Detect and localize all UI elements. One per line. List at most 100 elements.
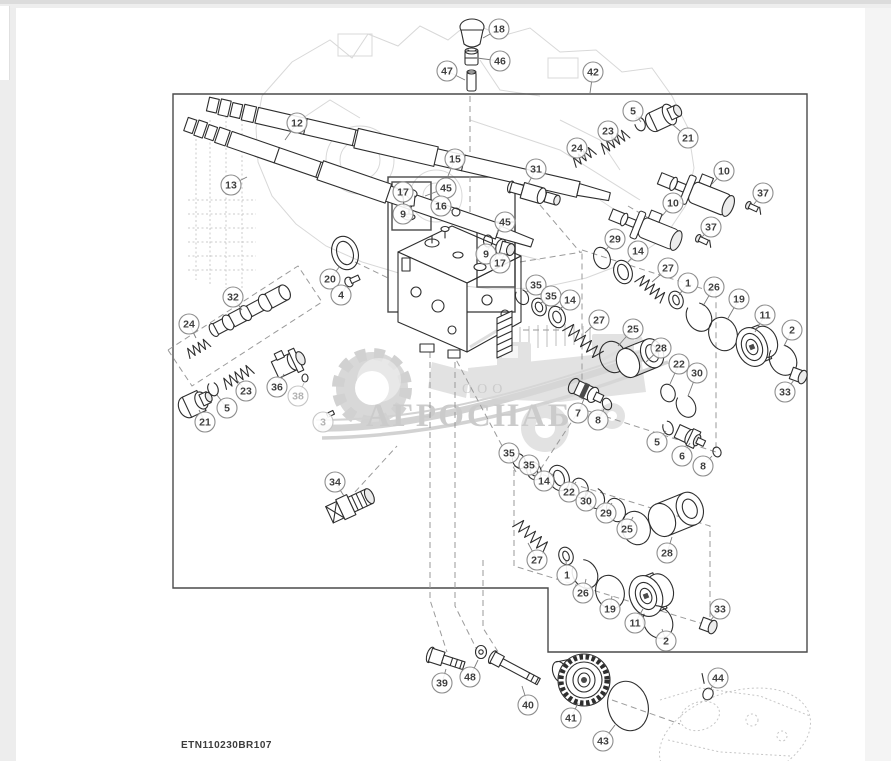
callout-4[interactable]: 4	[330, 284, 352, 306]
svg-text:27: 27	[531, 555, 543, 567]
callout-28[interactable]: 28	[645, 337, 672, 363]
part-ball-16	[451, 207, 461, 217]
callout-31[interactable]: 31	[525, 158, 547, 185]
left-gutter-tab	[0, 6, 10, 80]
svg-text:41: 41	[565, 713, 577, 725]
callout-37[interactable]: 37	[700, 216, 722, 238]
callout-23[interactable]: 23	[235, 378, 257, 402]
callout-27[interactable]: 27	[526, 542, 548, 571]
callout-29[interactable]: 29	[595, 502, 617, 524]
callout-3[interactable]: 3	[312, 411, 334, 433]
callout-30[interactable]: 30	[575, 490, 597, 512]
callout-29[interactable]: 29	[604, 228, 626, 252]
callout-26[interactable]: 26	[572, 578, 594, 604]
callout-21[interactable]: 21	[671, 123, 699, 149]
callout-21[interactable]: 21	[194, 409, 216, 433]
svg-text:29: 29	[600, 508, 612, 520]
callout-16[interactable]: 16	[430, 195, 454, 217]
callout-19[interactable]: 19	[726, 288, 750, 321]
callout-14[interactable]: 14	[626, 240, 649, 264]
callout-14[interactable]: 14	[533, 470, 555, 492]
svg-text:34: 34	[329, 477, 341, 489]
callout-32[interactable]: 32	[222, 286, 244, 311]
callout-13[interactable]: 13	[220, 174, 248, 196]
callout-11[interactable]: 11	[624, 608, 646, 634]
callout-11[interactable]: 11	[754, 304, 776, 333]
callout-24[interactable]: 24	[566, 137, 588, 159]
part-spool-32	[208, 284, 291, 338]
callout-39[interactable]: 39	[431, 668, 453, 694]
callout-5[interactable]: 5	[646, 430, 668, 453]
callout-38[interactable]: 38	[287, 382, 309, 407]
callout-8[interactable]: 8	[692, 455, 714, 477]
callout-10[interactable]: 10	[661, 192, 684, 217]
seal-set-upper	[496, 288, 566, 359]
callout-24[interactable]: 24	[178, 313, 200, 339]
svg-text:21: 21	[682, 133, 694, 145]
callout-2[interactable]: 2	[655, 628, 677, 652]
callout-20[interactable]: 20	[319, 265, 341, 290]
callout-35[interactable]: 35	[540, 285, 562, 307]
callout-33[interactable]: 33	[709, 598, 731, 622]
callout-12[interactable]: 12	[284, 112, 308, 141]
callout-8[interactable]: 8	[587, 408, 609, 431]
callout-22[interactable]: 22	[668, 353, 690, 385]
callout-48[interactable]: 48	[459, 659, 481, 688]
callout-41[interactable]: 41	[560, 702, 582, 729]
callout-35[interactable]: 35	[524, 274, 547, 296]
part-pin-4	[344, 274, 361, 288]
background-case-bottom-right	[658, 687, 812, 761]
callout-34[interactable]: 34	[324, 471, 346, 497]
callout-22[interactable]: 22	[558, 481, 580, 503]
callout-40[interactable]: 40	[517, 685, 539, 716]
callout-1[interactable]: 1	[556, 560, 578, 586]
part-drum-11-upper	[735, 324, 779, 367]
svg-text:1: 1	[564, 570, 570, 582]
callout-6[interactable]: 6	[671, 442, 693, 467]
callout-36[interactable]: 36	[266, 373, 288, 398]
callout-1[interactable]: 1	[677, 272, 699, 296]
callout-17[interactable]: 17	[392, 181, 414, 203]
svg-text:3: 3	[320, 417, 326, 429]
callout-47[interactable]: 47	[436, 60, 466, 82]
callout-17[interactable]: 17	[489, 252, 511, 274]
callout-27[interactable]: 27	[584, 309, 610, 334]
part-piston-28-lower	[647, 491, 704, 538]
callout-5[interactable]: 5	[216, 394, 238, 419]
svg-text:29: 29	[609, 234, 621, 246]
callout-33[interactable]: 33	[774, 379, 796, 403]
svg-text:33: 33	[779, 387, 791, 399]
callout-45[interactable]: 45	[494, 211, 516, 234]
callout-7[interactable]: 7	[567, 398, 589, 424]
callout-44[interactable]: 44	[707, 667, 729, 691]
callout-19[interactable]: 19	[599, 595, 621, 620]
callout-10[interactable]: 10	[711, 160, 735, 185]
svg-text:37: 37	[705, 222, 717, 234]
svg-text:45: 45	[499, 217, 511, 229]
svg-text:21: 21	[199, 417, 211, 429]
callout-15[interactable]: 15	[444, 148, 466, 177]
callout-35[interactable]: 35	[518, 454, 540, 476]
svg-text:9: 9	[483, 249, 489, 261]
callout-37[interactable]: 37	[752, 182, 774, 205]
callout-23[interactable]: 23	[597, 120, 619, 143]
watermark-logo: ООО АГРОСНАБ	[315, 324, 669, 452]
callout-42[interactable]: 42	[582, 61, 604, 94]
callout-9[interactable]: 9	[392, 203, 414, 225]
callout-46[interactable]: 46	[476, 50, 511, 72]
callout-14[interactable]: 14	[558, 289, 581, 311]
callout-45[interactable]: 45	[424, 177, 457, 199]
callout-27[interactable]: 27	[651, 257, 679, 283]
callout-26[interactable]: 26	[702, 276, 725, 307]
part-seal-ring-20	[331, 235, 359, 271]
callout-30[interactable]: 30	[686, 362, 708, 397]
callout-43[interactable]: 43	[592, 724, 616, 752]
callout-28[interactable]: 28	[656, 536, 678, 564]
callout-18[interactable]: 18	[482, 18, 510, 40]
callout-25[interactable]: 25	[616, 516, 638, 540]
callout-5[interactable]: 5	[622, 100, 644, 123]
callout-25[interactable]: 25	[617, 318, 644, 347]
callout-2[interactable]: 2	[781, 319, 803, 347]
callout-35[interactable]: 35	[498, 442, 520, 464]
